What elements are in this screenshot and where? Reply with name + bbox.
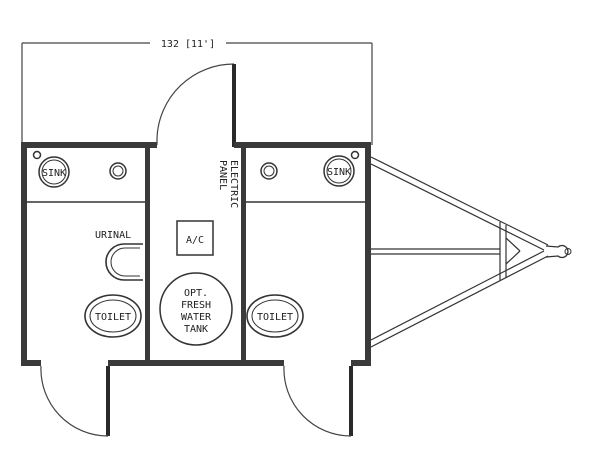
electric-panel: ELECTRIC PANEL: [217, 160, 239, 208]
sink-right-icon: [323, 150, 360, 187]
dimension-label: 132 [11']: [161, 39, 215, 50]
electric-panel-label-line1: ELECTRIC: [228, 160, 239, 208]
top-door[interactable]: [156, 63, 236, 147]
partitions: [27, 148, 365, 360]
tank-label-line3: WATER: [181, 312, 212, 323]
outer-walls: [21, 142, 371, 366]
ac-unit: [176, 220, 214, 256]
hitch-coupler-icon: [545, 244, 572, 259]
drain-right-icon: [260, 162, 278, 180]
bottom-left-door[interactable]: [40, 365, 110, 437]
trailer-tongue: [370, 156, 549, 348]
toilet-left-icon: [84, 294, 142, 338]
bottom-right-door[interactable]: [283, 365, 353, 437]
water-tank: [159, 272, 233, 346]
toilet-left-label: TOILET: [95, 312, 131, 323]
ac-label: A/C: [186, 235, 204, 246]
tank-label-line4: TANK: [184, 324, 208, 335]
tank-label-line2: FRESH: [181, 300, 211, 311]
sink-left-label: SINK: [42, 168, 66, 179]
sink-right-label: SINK: [327, 167, 351, 178]
electric-panel-label-line2: PANEL: [217, 160, 228, 190]
urinal-label: URINAL: [95, 230, 131, 241]
urinal-icon: [105, 243, 143, 281]
tank-label-line1: OPT.: [184, 288, 208, 299]
dimension-line: [21, 36, 373, 145]
drain-left-icon: [109, 162, 127, 180]
toilet-right-label: TOILET: [257, 312, 293, 323]
sink-left-icon: [32, 150, 70, 188]
toilet-right-icon: [246, 294, 304, 338]
